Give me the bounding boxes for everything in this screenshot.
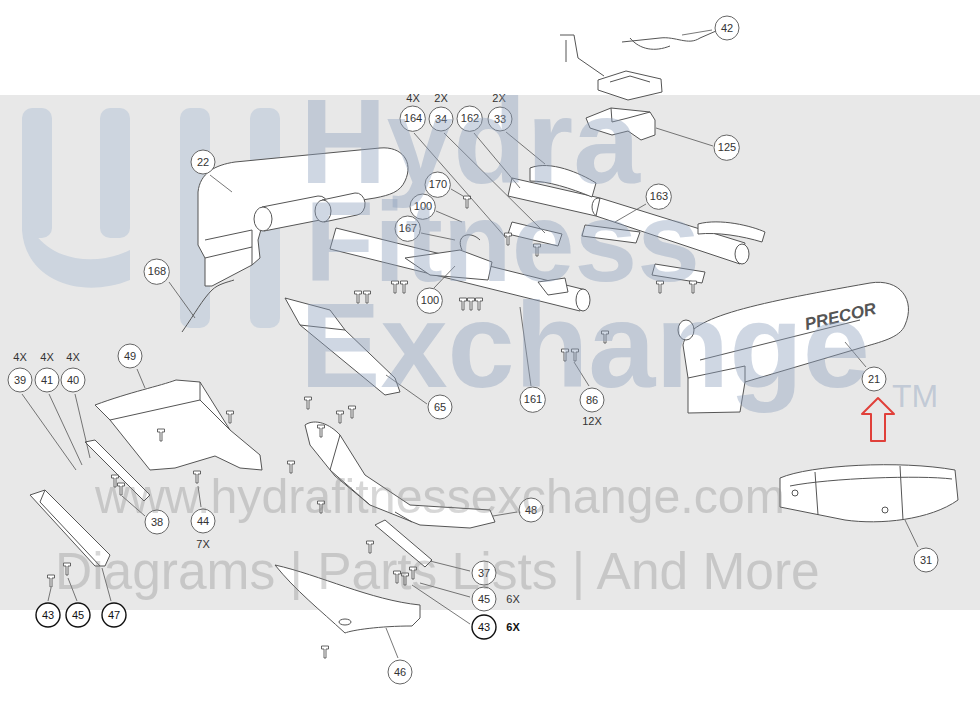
callout-number: 41	[41, 375, 53, 386]
callout-number: 49	[124, 351, 136, 362]
callout-number: 46	[394, 667, 406, 678]
callout-ring	[35, 368, 59, 392]
callout-ring	[914, 548, 938, 572]
quantity: 4X	[13, 352, 26, 363]
watermark: Exchange	[300, 286, 870, 407]
callout-ring	[102, 603, 126, 627]
callout-circle: 43	[471, 614, 497, 640]
quantity: 4X	[40, 352, 53, 363]
callout-ring	[472, 615, 496, 639]
callout-ring	[144, 259, 169, 284]
watermark: Diagrams | Parts Lists | And More	[55, 546, 820, 597]
leader-lines	[22, 30, 918, 658]
callout-ring	[714, 135, 739, 160]
callout-ring	[36, 603, 60, 627]
callout-circle: 39	[7, 367, 33, 393]
watermark: TM	[892, 380, 938, 412]
callout-ring	[715, 16, 739, 40]
quantity: 12X	[582, 416, 602, 427]
watermark: Fitness	[305, 186, 700, 299]
callout-circle: 22	[190, 149, 216, 175]
callout-number: 47	[108, 610, 120, 621]
callout-ring	[118, 344, 142, 368]
callout-circle: 41	[34, 367, 60, 393]
watermark: www.hydrafitnessexchange.com	[95, 472, 785, 520]
callout-circle: 46	[387, 659, 413, 685]
callout-circle: 47	[101, 602, 127, 628]
callout-circle: 31	[913, 547, 939, 573]
quantity: 6X	[506, 622, 519, 633]
callout-number: 45	[72, 610, 84, 621]
callout-circle: 40	[60, 367, 86, 393]
callout-ring	[8, 368, 32, 392]
callout-circle: 168	[143, 258, 170, 285]
callout-ring	[61, 368, 85, 392]
callout-ring	[388, 660, 412, 684]
watermark: Hydra	[300, 82, 640, 202]
callout-ring	[191, 150, 215, 174]
callout-number: 42	[721, 23, 733, 34]
callout-number: 40	[67, 375, 79, 386]
quantity: 4X	[66, 352, 79, 363]
callout-circle: 49	[117, 343, 143, 369]
parts	[30, 31, 958, 633]
callout-number: 22	[197, 157, 209, 168]
callout-circle: 45	[65, 602, 91, 628]
callout-number: 39	[14, 375, 26, 386]
callout-number: 31	[920, 555, 932, 566]
callout-number: 43	[42, 610, 54, 621]
callout-circle: 42	[714, 15, 740, 41]
callout-circle: 43	[35, 602, 61, 628]
callout-number: 125	[718, 142, 736, 153]
callout-number: 168	[148, 266, 166, 277]
callout-circle: 125	[713, 134, 740, 161]
callout-number: 43	[478, 622, 490, 633]
callout-ring	[66, 603, 90, 627]
